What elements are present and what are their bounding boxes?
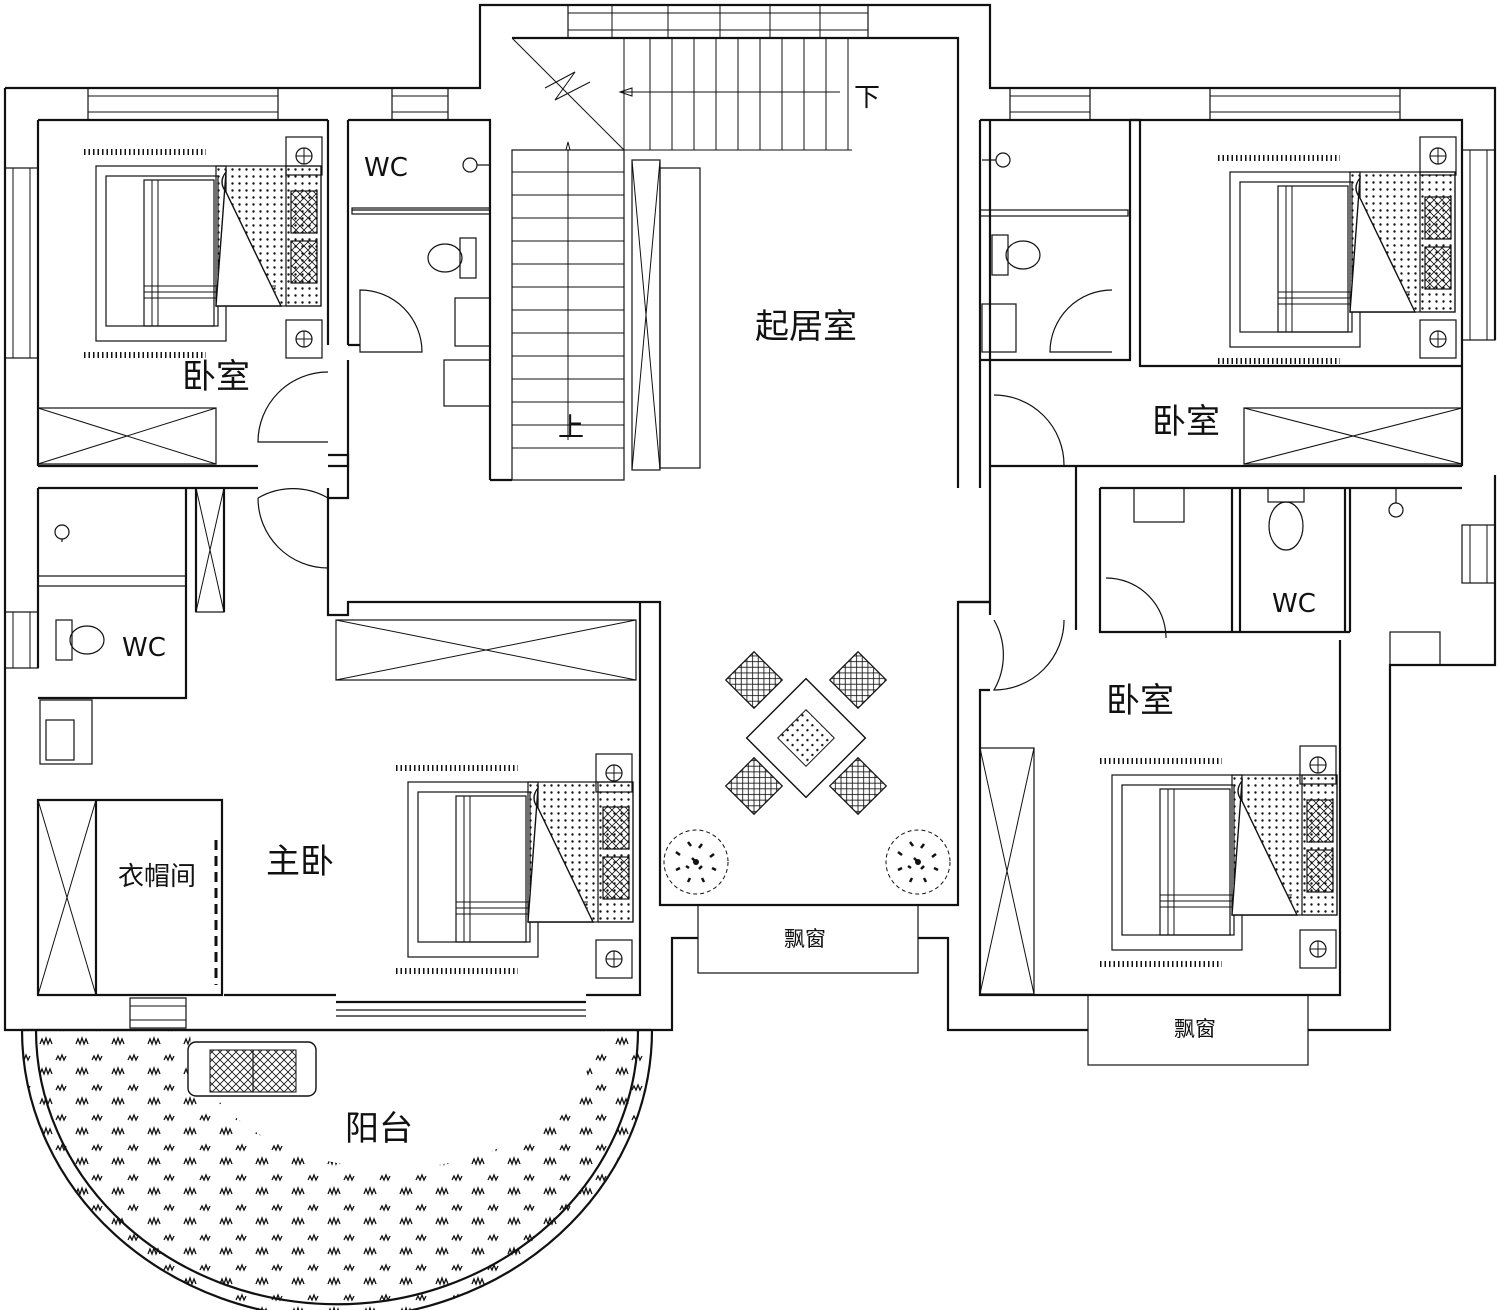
outer-walls — [3, 3, 1497, 1032]
label-wc-nw: WC — [364, 153, 408, 183]
label-closet: 衣帽间 — [118, 862, 196, 892]
label-wc-e: WC — [1272, 589, 1316, 619]
bay-windows — [697, 904, 1309, 1066]
label-bedroom-ne: 卧室 — [1152, 402, 1220, 442]
label-bay-window-mid: 飘窗 — [784, 927, 826, 951]
bed-se — [1100, 761, 1337, 964]
bathroom-fixtures — [54, 152, 1404, 661]
doors — [257, 289, 1167, 691]
label-living-room: 起居室 — [755, 307, 857, 347]
sofa — [187, 1041, 317, 1097]
label-bedroom-nw: 卧室 — [182, 357, 250, 397]
balcony — [20, 1028, 654, 1310]
dining-table — [724, 650, 888, 816]
label-stairs-down: 下 — [854, 83, 880, 113]
label-wc-w: WC — [122, 633, 166, 663]
plants — [662, 828, 952, 896]
label-stairs-up: 上 — [558, 413, 584, 443]
staircase — [511, 37, 852, 481]
interior-walls — [36, 118, 1463, 1017]
label-bedroom-se: 卧室 — [1106, 681, 1174, 721]
label-master-bedroom: 主卧 — [266, 842, 334, 882]
label-bay-window-se: 飘窗 — [1174, 1017, 1216, 1041]
label-balcony: 阳台 — [345, 1109, 413, 1149]
